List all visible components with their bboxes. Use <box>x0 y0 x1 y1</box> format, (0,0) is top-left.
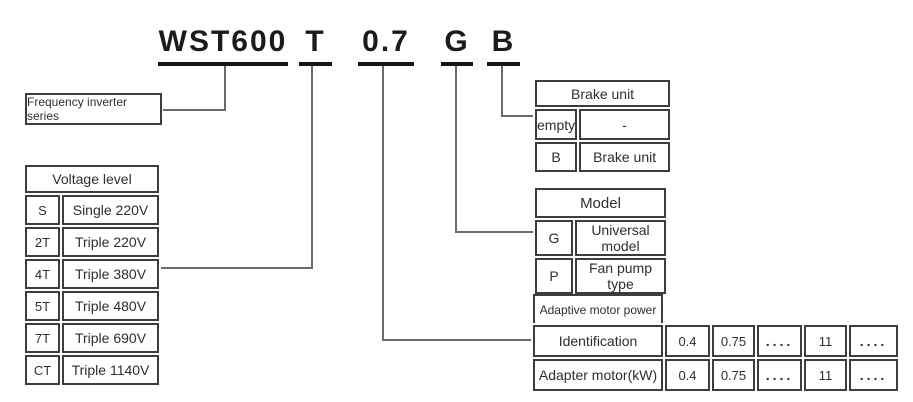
voltage-level-table: Voltage level S Single 220V 2T Triple 22… <box>23 163 161 387</box>
voltage-label: Single 220V <box>62 195 159 225</box>
voltage-label: Triple 1140V <box>62 355 159 385</box>
table-row: 2T Triple 220V <box>25 227 159 257</box>
table-row: Adapter motor(kW) 0.4 0.75 .... 11 .... <box>533 359 898 391</box>
power-row-label: Identification <box>533 325 663 357</box>
brake-label: Brake unit <box>579 142 671 172</box>
table-header-row: Voltage level <box>25 165 159 193</box>
table-row: empty - <box>535 109 671 140</box>
code-segment-series: WST600 <box>158 22 288 66</box>
power-value: 0.75 <box>712 325 755 357</box>
power-table-header: Adaptive motor power <box>533 294 663 325</box>
code-segment-power: 0.7 <box>358 22 414 66</box>
model-table: Model G Universal model P Fan pump type <box>533 186 668 296</box>
voltage-label: Triple 690V <box>62 323 159 353</box>
table-row: Identification 0.4 0.75 .... 11 .... <box>533 325 898 357</box>
power-row-label: Adapter motor(kW) <box>533 359 663 391</box>
voltage-label: Triple 220V <box>62 227 159 257</box>
table-row: G Universal model <box>535 220 666 256</box>
voltage-table-header: Voltage level <box>25 165 159 193</box>
power-value: .... <box>849 359 898 391</box>
brake-code: empty <box>535 109 578 140</box>
brake-code: B <box>535 142 578 172</box>
voltage-label: Triple 380V <box>62 259 159 289</box>
power-value: 11 <box>804 359 847 391</box>
code-segment-model: G <box>441 22 473 66</box>
series-callout-label: Frequency inverter series <box>27 95 128 123</box>
voltage-code: 7T <box>25 323 60 353</box>
brake-label: - <box>579 109 671 140</box>
table-header-row: Model <box>535 188 666 218</box>
table-row: B Brake unit <box>535 142 671 172</box>
power-value: .... <box>757 359 802 391</box>
model-label: Universal model <box>575 220 666 256</box>
power-value: 0.75 <box>712 359 755 391</box>
table-row: 4T Triple 380V <box>25 259 159 289</box>
power-value: .... <box>849 325 898 357</box>
code-segment-voltage: T <box>299 22 332 66</box>
model-table-header: Model <box>535 188 666 218</box>
voltage-code: 4T <box>25 259 60 289</box>
voltage-label: Triple 480V <box>62 291 159 321</box>
voltage-code: S <box>25 195 60 225</box>
power-table-header-label: Adaptive motor power <box>539 302 657 317</box>
connector-model <box>455 66 534 233</box>
table-header-row: Brake unit <box>535 80 671 107</box>
brake-unit-table: Brake unit empty - B Brake unit <box>533 78 673 174</box>
brake-table-header: Brake unit <box>535 80 671 107</box>
model-code-cell: G <box>535 220 573 256</box>
table-row: 7T Triple 690V <box>25 323 159 353</box>
connector-power <box>382 66 532 341</box>
model-label: Fan pump type <box>575 258 666 294</box>
adaptive-motor-power-table: Identification 0.4 0.75 .... 11 .... Ada… <box>531 323 900 393</box>
model-code-cell: P <box>535 258 573 294</box>
code-segment-brake: B <box>487 22 520 66</box>
power-value: 11 <box>804 325 847 357</box>
voltage-code: CT <box>25 355 60 385</box>
power-value: .... <box>757 325 802 357</box>
table-row: CT Triple 1140V <box>25 355 159 385</box>
power-value: 0.4 <box>665 359 710 391</box>
power-value: 0.4 <box>665 325 710 357</box>
connector-voltage <box>160 66 313 269</box>
voltage-code: 2T <box>25 227 60 257</box>
connector-brake <box>501 66 534 117</box>
table-row: P Fan pump type <box>535 258 666 294</box>
series-callout-box: Frequency inverter series <box>25 93 162 125</box>
connector-series <box>163 66 226 111</box>
table-row: 5T Triple 480V <box>25 291 159 321</box>
table-row: S Single 220V <box>25 195 159 225</box>
voltage-code: 5T <box>25 291 60 321</box>
